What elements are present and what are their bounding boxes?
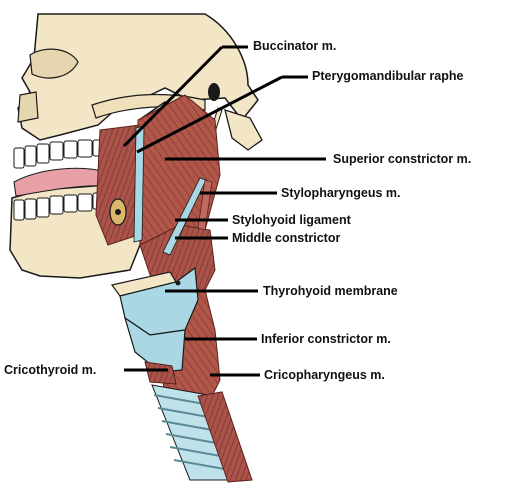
nasal-aperture (17, 91, 39, 123)
label-thyrohyoid-membrane: Thyrohyoid membrane (263, 284, 398, 298)
mastoid-process (224, 109, 263, 151)
upper-teeth (13, 139, 106, 169)
label-inferior-constrictor: Inferior constrictor m. (261, 332, 391, 346)
orbit (29, 48, 79, 79)
label-buccinator: Buccinator m. (253, 39, 337, 53)
label-pterygomandibular-raphe: Pterygomandibular raphe (312, 69, 464, 83)
pterygomandibular-raphe (133, 125, 145, 243)
label-stylopharyngeus: Stylopharyngeus m. (281, 186, 401, 200)
buccinator-muscle (95, 124, 141, 246)
stylohyoid-ligament (162, 177, 207, 256)
skull (17, 13, 259, 141)
label-stylohyoid-ligament: Stylohyoid ligament (232, 213, 351, 227)
leader-pterygomandibular-diag (136, 75, 283, 154)
label-cricothyroid: Cricothyroid m. (4, 363, 97, 377)
label-middle-constrictor: Middle constrictor (232, 231, 341, 245)
label-cricopharyngeus: Cricopharyngeus m. (264, 368, 385, 382)
ear-canal (208, 83, 220, 101)
esophagus (197, 391, 253, 483)
cricothyroid-muscle (144, 361, 177, 385)
label-superior-constrictor: Superior constrictor m. (333, 152, 472, 166)
leader-lines (122, 45, 326, 377)
thyroid-cartilage (123, 316, 186, 373)
leader-buccinator-diag (122, 45, 224, 148)
